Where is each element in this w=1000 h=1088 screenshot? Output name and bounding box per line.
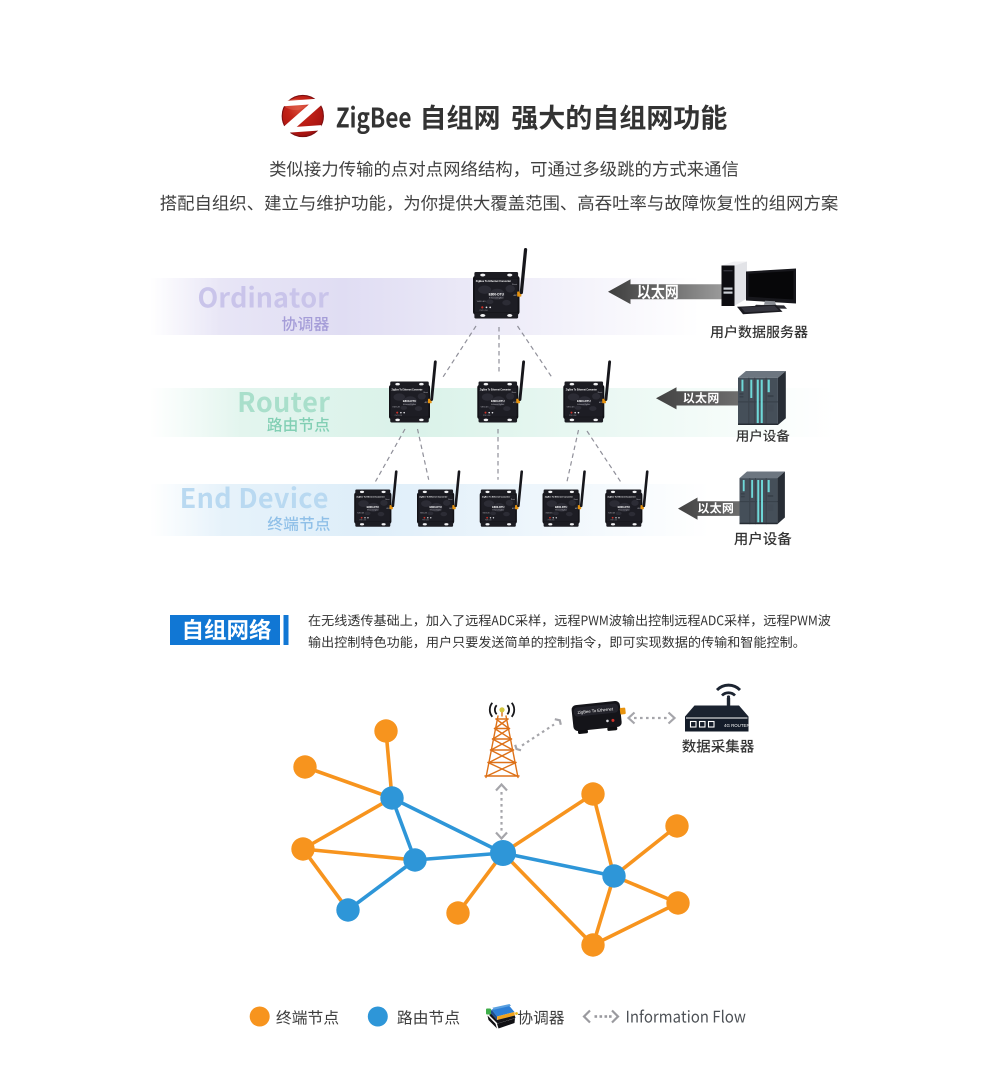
- svg-text:ZigBee To Ethernet: ZigBee To Ethernet: [577, 706, 614, 715]
- svg-text:4G ROUTER: 4G ROUTER: [724, 723, 750, 728]
